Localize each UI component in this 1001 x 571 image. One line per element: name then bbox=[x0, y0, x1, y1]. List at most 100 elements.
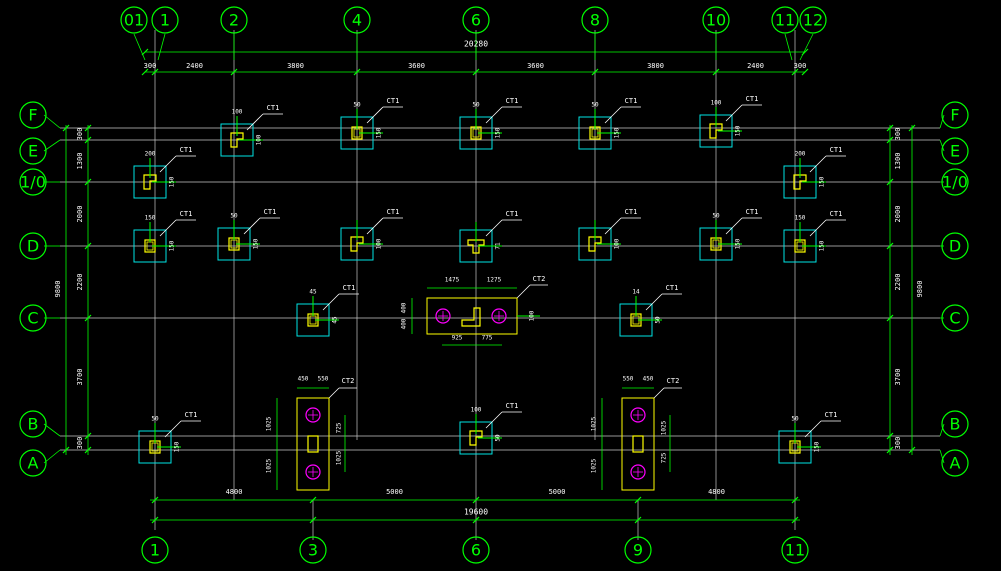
axis-left-E: E bbox=[19, 137, 47, 165]
dim-tick bbox=[84, 178, 92, 186]
axis-top-1: 1 bbox=[151, 6, 179, 34]
dim-tick bbox=[634, 496, 642, 504]
dim-top-segment: 3600 bbox=[408, 62, 425, 70]
axis-left-B: B bbox=[19, 410, 47, 438]
dim-tick bbox=[141, 48, 149, 56]
dim-right-overall: 9800 bbox=[916, 281, 924, 298]
cap-offset-side: 50 bbox=[495, 434, 502, 442]
axis-bubble-circle bbox=[151, 6, 179, 34]
axis-right-F: F bbox=[941, 101, 969, 129]
axis-bubble-label: 2 bbox=[229, 11, 239, 30]
axis-bubble-circle bbox=[19, 168, 47, 196]
axis-bubble-label: D bbox=[27, 237, 39, 256]
dimension-lines bbox=[65, 51, 913, 521]
ct2-center-top-dim: 1475 bbox=[445, 277, 460, 284]
axis-bubble-circle bbox=[771, 6, 799, 34]
cap-offset-side: 150 bbox=[814, 441, 821, 452]
axis-bubble-circle bbox=[19, 232, 47, 260]
axis-bubble-label: C bbox=[949, 309, 960, 328]
dim-left-segment: 300 bbox=[76, 128, 84, 141]
axis-bubble-label: A bbox=[28, 454, 39, 473]
axis-bubble-label: C bbox=[27, 309, 38, 328]
axis-bottom-9: 9 bbox=[624, 536, 652, 564]
axis-bubble-circle bbox=[941, 232, 969, 260]
axis-bubble-circle bbox=[19, 137, 47, 165]
axis-bubble-label: 11 bbox=[785, 541, 805, 560]
dim-tick bbox=[62, 446, 70, 454]
dim-tick bbox=[908, 446, 916, 454]
dim-tick bbox=[84, 136, 92, 144]
pile-circle bbox=[491, 308, 507, 324]
axis-left-C: C bbox=[19, 304, 47, 332]
cap-offset-top: 200 bbox=[145, 151, 156, 158]
dim-top-segment: 3600 bbox=[527, 62, 544, 70]
dimension-ticks bbox=[62, 48, 916, 524]
cap-offset-top: 14 bbox=[632, 289, 640, 296]
dim-left-segment: 2000 bbox=[76, 206, 84, 223]
dim-tick bbox=[472, 496, 480, 504]
dim-right-segment: 2200 bbox=[894, 274, 902, 291]
axis-bubble-circle bbox=[141, 536, 169, 564]
axis-bubble-label: 12 bbox=[803, 11, 823, 30]
axis-bubble-circle bbox=[941, 168, 969, 196]
axis-bubble-circle bbox=[941, 410, 969, 438]
axis-top-4: 4 bbox=[343, 6, 371, 34]
cap-offset-side: 50 bbox=[655, 316, 662, 324]
dim-top-segment: 2400 bbox=[186, 62, 203, 70]
dim-right-segment: 300 bbox=[894, 437, 902, 450]
cap-tag-label: CT1 bbox=[746, 95, 759, 103]
cap-offset-top: 200 bbox=[795, 151, 806, 158]
axis-bottom-11: 11 bbox=[781, 536, 809, 564]
dim-tick bbox=[886, 136, 894, 144]
tag-leader bbox=[516, 284, 531, 299]
column-outline bbox=[143, 174, 157, 190]
cap-offset-side: 100 bbox=[614, 238, 621, 249]
dim-tick bbox=[886, 446, 894, 454]
axis-bubble-label: E bbox=[950, 142, 960, 161]
cap-offset-top: 150 bbox=[795, 215, 806, 222]
axis-bubble-circle bbox=[120, 6, 148, 34]
ct2-tag-label: CT2 bbox=[533, 275, 546, 283]
axis-bubble-label: A bbox=[950, 454, 961, 473]
tag-leader bbox=[485, 106, 503, 124]
pile-cap-outline bbox=[296, 397, 330, 491]
cap-tag-label: CT1 bbox=[830, 210, 843, 218]
pile-cap-outline bbox=[621, 397, 655, 491]
axis-right-C: C bbox=[941, 304, 969, 332]
tag-leader bbox=[485, 411, 503, 429]
ct2-top-dim: 550 bbox=[318, 376, 329, 383]
tag-leader bbox=[725, 104, 743, 122]
column-outline bbox=[467, 239, 485, 254]
dim-right-segment: 2000 bbox=[894, 206, 902, 223]
dim-tick bbox=[801, 68, 809, 76]
dim-tick bbox=[634, 516, 642, 524]
axis-bubble-label: B bbox=[950, 415, 961, 434]
tag-leader bbox=[164, 420, 182, 438]
ct2-center-left-dim: 400 bbox=[401, 318, 408, 329]
axis-left-F: F bbox=[19, 101, 47, 129]
dim-left-overall: 9800 bbox=[54, 281, 62, 298]
dim-tick bbox=[151, 496, 159, 504]
ct2-right-dim: 725 bbox=[336, 422, 343, 433]
dim-tick bbox=[591, 68, 599, 76]
column-outline bbox=[793, 174, 807, 190]
tag-leader bbox=[159, 219, 177, 237]
axis-bubble-circle bbox=[343, 6, 371, 34]
axis-top-12: 12 bbox=[799, 6, 827, 34]
ct2-top-dim: 450 bbox=[298, 376, 309, 383]
cap-offset-top: 100 bbox=[232, 109, 243, 116]
cap-offset-side: 150 bbox=[376, 127, 383, 138]
cap-tag-label: CT1 bbox=[343, 284, 356, 292]
axis-top-01: 01 bbox=[120, 6, 148, 34]
tag-leader bbox=[645, 293, 663, 311]
pile-circle bbox=[630, 464, 646, 480]
